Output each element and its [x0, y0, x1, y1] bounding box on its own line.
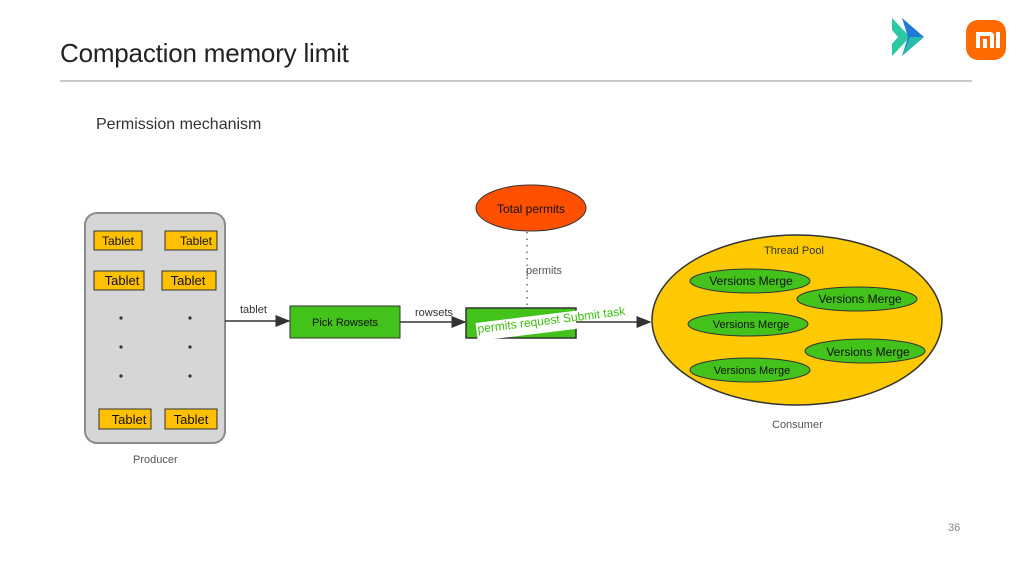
versions-merge-label: Versions Merge: [714, 365, 790, 377]
mi-logo: [966, 20, 1006, 60]
tablet-arrow-label: tablet: [240, 304, 267, 316]
page-title: Compaction memory limit: [60, 38, 349, 68]
total-permits-label: Total permits: [497, 202, 565, 216]
pick-rowsets-label: Pick Rowsets: [312, 317, 379, 329]
tablet-label: Tablet: [174, 412, 209, 427]
tablet-block: Tablet: [93, 270, 145, 291]
page-number: 36: [948, 522, 961, 534]
tablet-label: Tablet: [180, 234, 213, 248]
total-permits-ellipse: [475, 184, 587, 232]
thread-pool-label: Thread Pool: [764, 245, 824, 257]
consumer-caption: Consumer: [772, 419, 823, 431]
tablet-block: Tablet: [93, 230, 143, 251]
versions-merge-label: Versions Merge: [709, 274, 793, 288]
versions-merge-label: Versions Merge: [713, 319, 789, 331]
tablet-label: Tablet: [112, 412, 147, 427]
title-divider: [60, 80, 972, 82]
tablet-label: Tablet: [105, 273, 140, 288]
versions-merge-task: Versions Merge: [796, 286, 918, 312]
tablet-label: Tablet: [102, 234, 135, 248]
versions-merge-task: Versions Merge: [689, 268, 811, 294]
versions-merge-label: Versions Merge: [826, 345, 910, 359]
tablet-label: Tablet: [171, 273, 206, 288]
versions-merge-task: Versions Merge: [804, 338, 926, 364]
ellipsis-dots: [119, 316, 192, 378]
versions-merge-label: Versions Merge: [818, 292, 902, 306]
permits-link-label: permits: [526, 265, 563, 277]
tablet-block: Tablet: [161, 270, 217, 291]
section-subtitle: Permission mechanism: [96, 116, 262, 133]
versions-merge-task: Versions Merge: [687, 311, 809, 337]
overlay-label-bg: [475, 301, 657, 341]
pick-rowsets-box: [289, 305, 401, 339]
tablet-block: Tablet: [98, 408, 152, 430]
brand-chevron-logo: [892, 18, 924, 56]
tablet-block: Tablet: [164, 230, 218, 251]
tablet-block: Tablet: [164, 408, 218, 430]
producer-caption: Producer: [133, 454, 178, 466]
versions-merge-task: Versions Merge: [689, 357, 811, 383]
rowsets-arrow-label: rowsets: [415, 307, 453, 319]
